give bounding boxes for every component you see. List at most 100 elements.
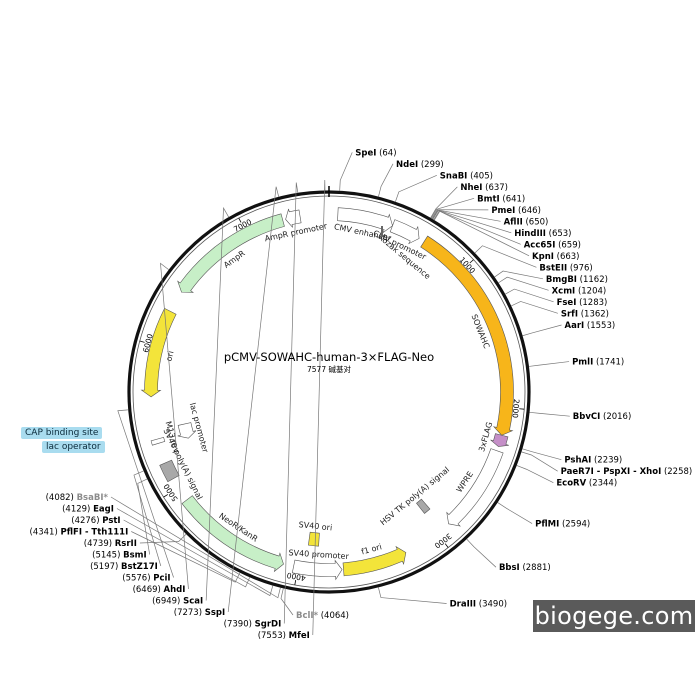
site-label: (4082) BsaBI*: [46, 493, 109, 503]
site-position: (2344): [589, 479, 617, 489]
site-position: (2881): [522, 563, 550, 573]
site-label: PaeR7I - PspXI - XhoI (2258): [561, 467, 693, 477]
site-label: (7390) SgrDI: [224, 620, 282, 630]
feature-arrow: [181, 495, 284, 573]
site-label: BbvCI (2016): [573, 412, 631, 422]
site-label: (5576) PciI: [122, 574, 170, 584]
site-position: (4276): [71, 516, 99, 526]
feature-arrow: [342, 545, 407, 577]
site-leader: [395, 175, 437, 202]
site-name: PflMI: [535, 520, 559, 530]
site-leader: [433, 210, 521, 245]
site-leader: [378, 163, 394, 197]
feature-arrow: [140, 307, 177, 398]
site-leader: [498, 276, 549, 291]
site-name: PshAI: [564, 456, 591, 466]
site-leader: [431, 209, 489, 219]
site-label: (6469) AhdI: [133, 585, 186, 595]
lac-operator-label: lac operator: [42, 441, 105, 453]
feature-arrow: [446, 448, 504, 527]
site-label: PshAI (2239): [564, 456, 622, 466]
plasmid-size: 7577 碱基对: [307, 364, 351, 374]
site-name: NdeI: [396, 160, 418, 170]
site-label: (4739) RsrII: [84, 539, 137, 549]
site-leader: [522, 324, 562, 337]
feature-arrow: [150, 436, 166, 446]
feature-arrow: [420, 235, 514, 436]
site-position: (64): [379, 148, 396, 158]
site-position: (7553): [258, 631, 286, 641]
feature-label: HSV TK poly(A) signal: [379, 465, 452, 527]
site-leader: [205, 206, 230, 601]
site-label: DraIII (3490): [450, 600, 507, 610]
tick-mark: [163, 494, 169, 498]
site-name: PflFI - Tth111I: [60, 528, 128, 538]
site-name: AflII: [504, 217, 523, 227]
site-label: (5197) BstZ17I: [90, 562, 158, 572]
site-position: (4082): [46, 493, 74, 503]
site-position: (2239): [594, 456, 622, 466]
tick-label: 2000: [510, 399, 521, 419]
site-name: BbsI: [499, 563, 520, 573]
site-leader: [378, 587, 447, 604]
tick-label: 3000: [433, 531, 454, 550]
site-name: RsrII: [115, 539, 137, 549]
site-leader: [432, 209, 512, 234]
site-label: NheI (637): [460, 183, 508, 193]
site-name: KpnI: [532, 252, 554, 262]
site-name: BstZ17I: [121, 562, 158, 572]
site-label: (7273) SspI: [174, 608, 225, 618]
site-label: KpnI (663): [532, 252, 579, 262]
site-name: Acc65I: [524, 240, 556, 250]
feature-arrow: [308, 531, 320, 547]
site-label: BbsI (2881): [499, 563, 551, 573]
site-name: HindIII: [514, 229, 546, 239]
site-leader: [117, 409, 174, 578]
site-name: BsaBI*: [77, 493, 109, 503]
site-leader: [494, 270, 543, 280]
site-position: (1162): [580, 275, 608, 285]
site-position: (5145): [92, 551, 120, 561]
site-position: (646): [518, 206, 541, 216]
site-label: (6949) ScaI: [152, 597, 203, 607]
feature-arrow: [285, 208, 302, 228]
site-label: AarI (1553): [565, 321, 616, 331]
feature-label: f1 ori: [360, 542, 382, 556]
site-position: (641): [502, 194, 525, 204]
site-leader: [528, 361, 570, 367]
site-leader: [504, 288, 554, 303]
tick-mark: [238, 217, 242, 223]
site-position: (637): [485, 183, 508, 193]
site-position: (650): [525, 217, 548, 227]
feature-label: SV40 promoter: [288, 548, 350, 561]
site-name: PstI: [102, 516, 120, 526]
site-leader: [280, 588, 294, 616]
site-label: SpeI (64): [355, 148, 396, 158]
feature-label: ori: [164, 350, 175, 362]
feature-arrow: [177, 213, 285, 293]
site-position: (6469): [133, 585, 161, 595]
site-name: PaeR7I - PspXI - XhoI: [561, 467, 662, 477]
site-label: (5145) BsmI: [92, 551, 147, 561]
site-label: (4129) EagI: [62, 505, 114, 515]
site-label: PflMI (2594): [535, 520, 590, 530]
site-name: PciI: [153, 574, 170, 584]
site-leader: [430, 198, 475, 219]
site-label: NdeI (299): [396, 160, 444, 170]
site-leader: [339, 152, 353, 191]
backbone-ring: [127, 186, 531, 594]
tick-label: 5000: [162, 482, 180, 503]
feature-arrow: [490, 433, 509, 447]
site-position: (2258): [664, 467, 692, 477]
site-position: (2594): [562, 520, 590, 530]
site-name: NheI: [460, 183, 482, 193]
site-name: SrfI: [561, 309, 578, 319]
site-name: EcoRV: [556, 479, 586, 489]
site-name: ScaI: [183, 597, 203, 607]
tick-mark: [444, 543, 449, 548]
site-name: AhdI: [164, 585, 186, 595]
site-leader: [466, 538, 497, 568]
site-label: BmgBI (1162): [546, 275, 608, 285]
